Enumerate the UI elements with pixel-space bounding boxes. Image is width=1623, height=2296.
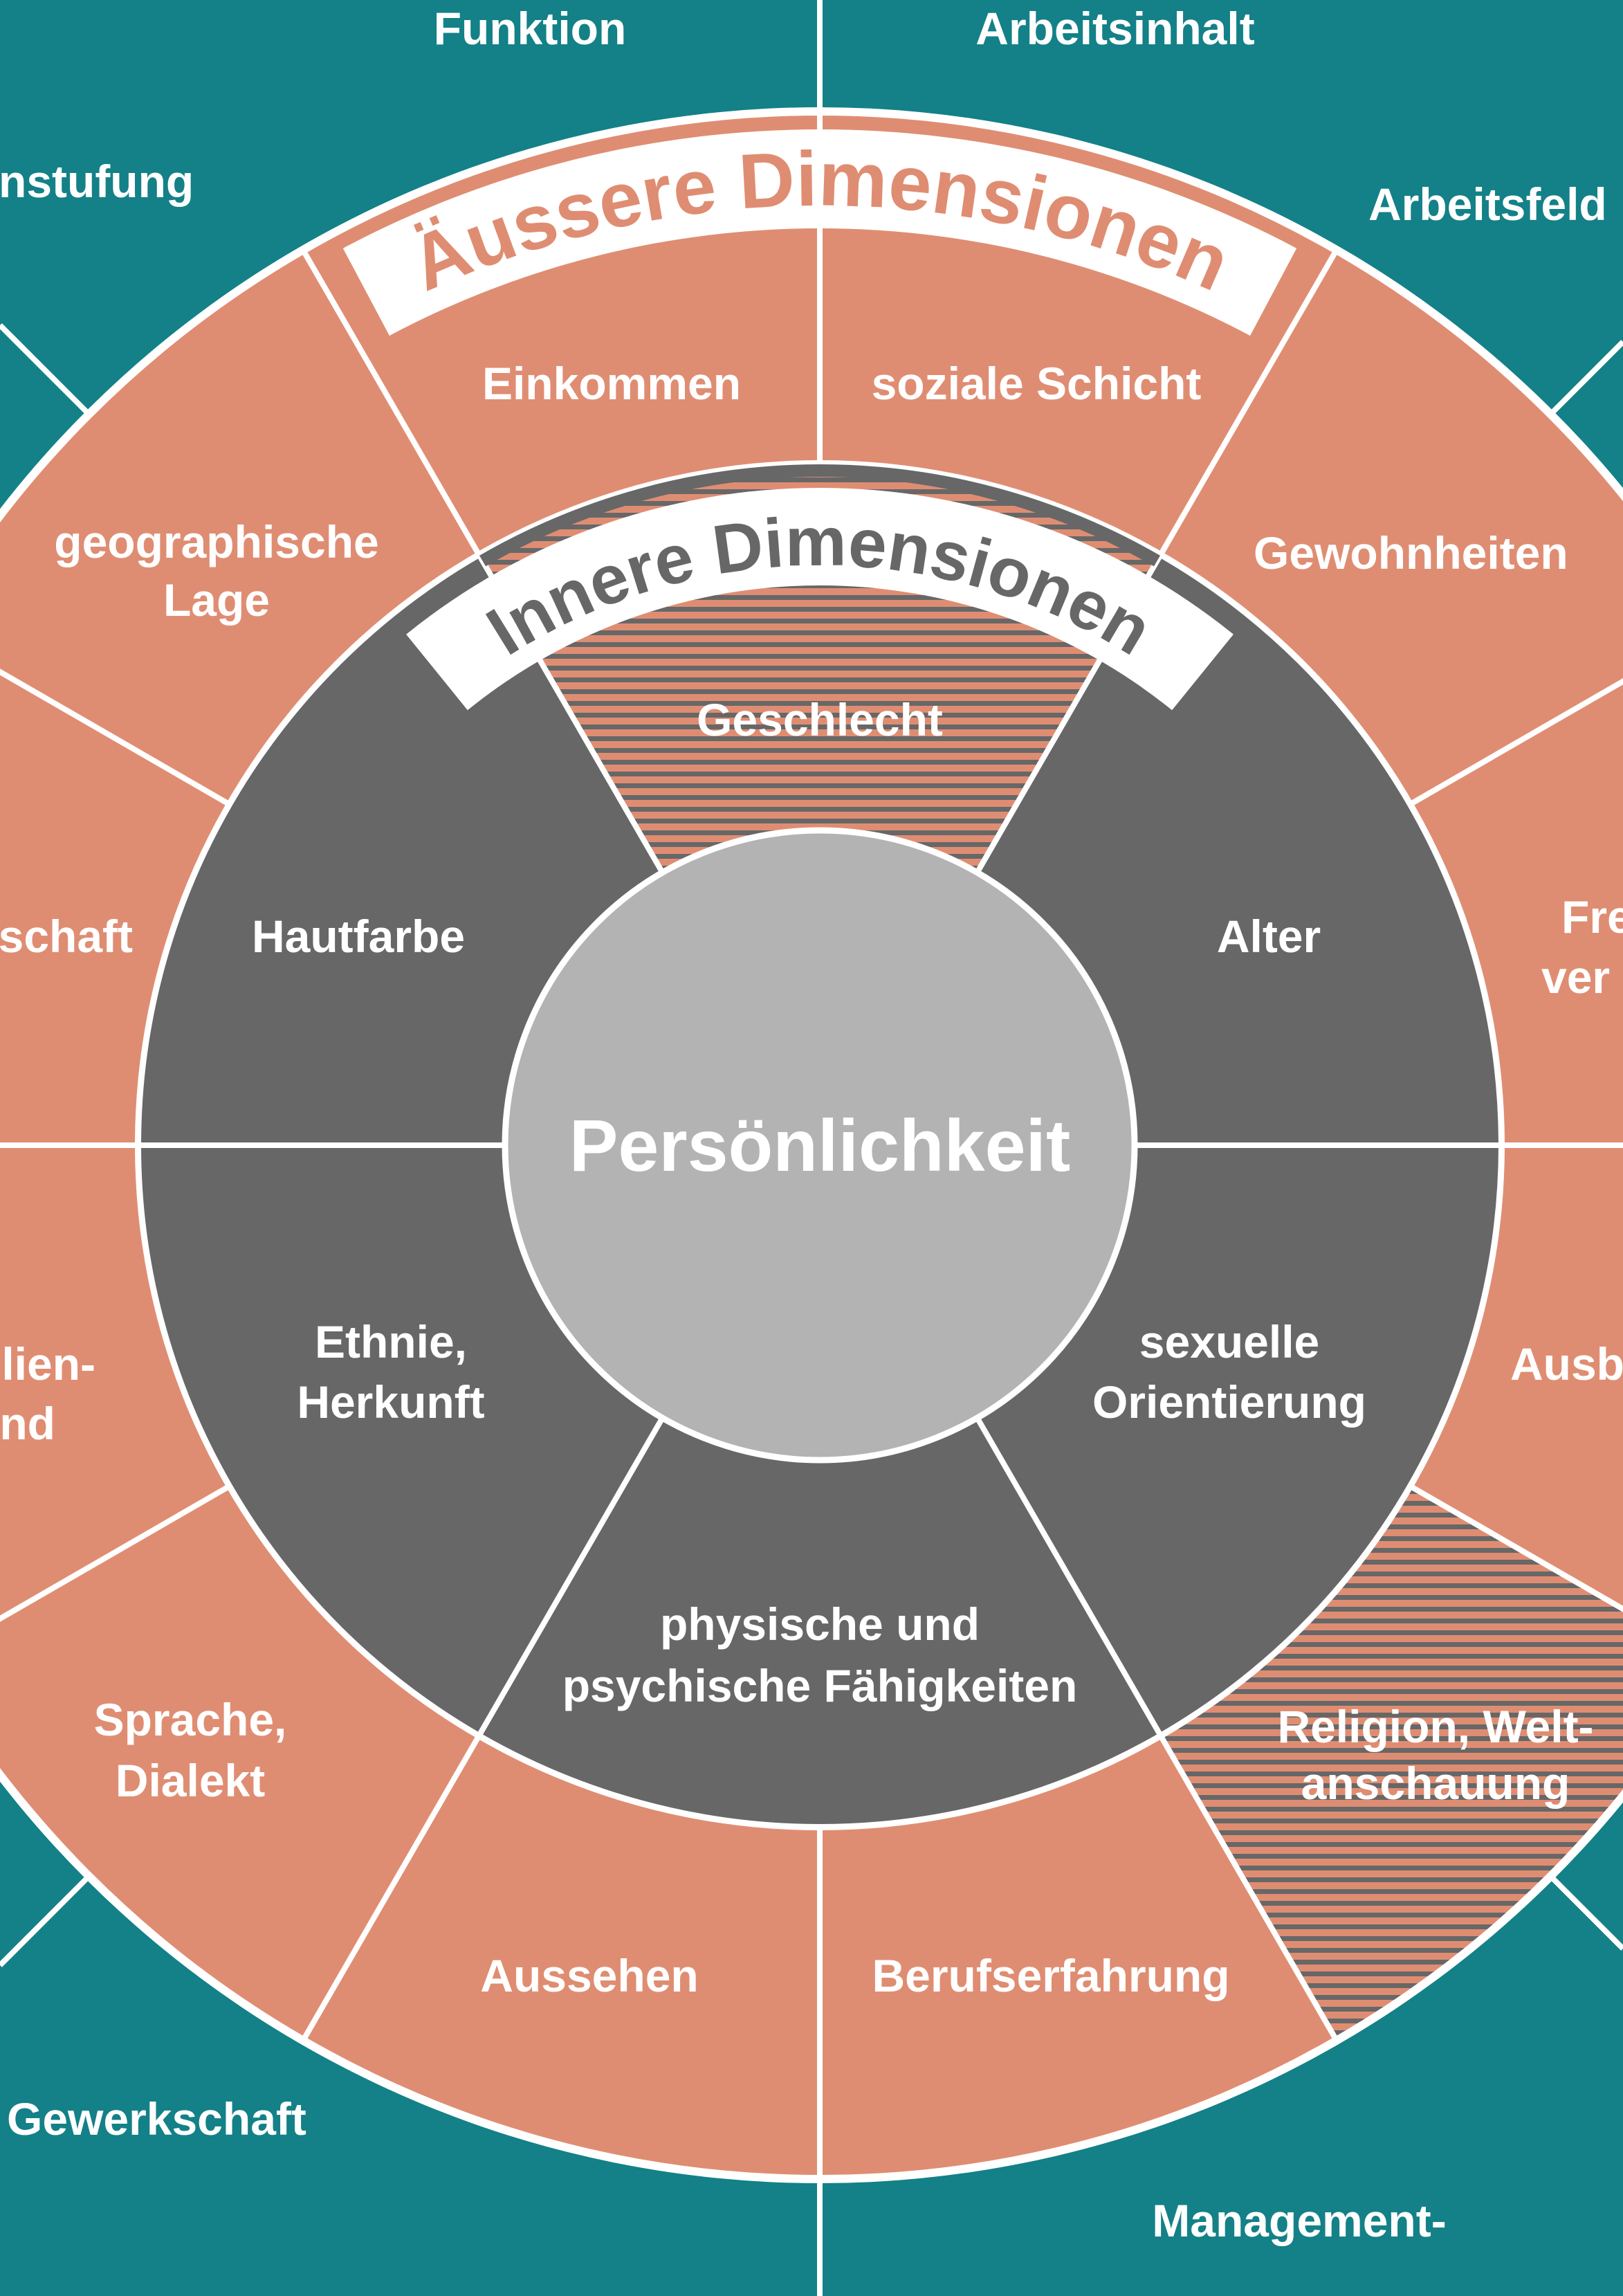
- label-ethnie-1: Ethnie,: [315, 1316, 467, 1367]
- label-arbeitsinhalt: Arbeitsinhalt: [975, 3, 1254, 54]
- outer-title-band: [342, 129, 1297, 336]
- label-geographische-lage-2: Lage: [163, 574, 270, 626]
- inner-title-band: [406, 488, 1234, 711]
- label-alter: Alter: [1217, 911, 1321, 962]
- label-berufserfahrung: Berufserfahrung: [872, 1950, 1229, 2001]
- label-freizeit-2: ver: [1541, 951, 1610, 1003]
- label-einkommen: Einkommen: [482, 358, 741, 409]
- label-geschlecht: Geschlecht: [697, 694, 943, 745]
- label-familienstand-2: nd: [0, 1398, 55, 1449]
- personality-core: [502, 827, 1138, 1464]
- label-sprache-1: Sprache,: [94, 1694, 287, 1745]
- title-bands: [342, 129, 1297, 711]
- label-faehigkeiten-1: physische und: [660, 1598, 980, 1650]
- label-management: Management-: [1152, 2195, 1446, 2246]
- label-orientierung-2: Orientierung: [1092, 1376, 1366, 1428]
- label-faehigkeiten-2: psychische Fähigkeiten: [562, 1660, 1078, 1711]
- label-funktion: Funktion: [434, 3, 627, 54]
- label-arbeitsfeld: Arbeitsfeld: [1368, 179, 1607, 230]
- label-religion-2: anschauung: [1301, 1758, 1570, 1809]
- label-sprache-2: Dialekt: [116, 1755, 265, 1806]
- label-persoenlichkeit: Persönlichkeit: [569, 1105, 1071, 1187]
- label-ausbildung: Ausb: [1510, 1338, 1623, 1390]
- label-aussehen: Aussehen: [480, 1950, 698, 2001]
- label-gewerkschaft: Gewerkschaft: [7, 2093, 306, 2144]
- label-ethnie-2: Herkunft: [297, 1376, 484, 1428]
- label-geographische-lage-1: geographische: [54, 516, 378, 567]
- label-orientierung-1: sexuelle: [1139, 1316, 1320, 1367]
- inner-rim: [479, 464, 1160, 567]
- label-gewohnheiten: Gewohnheiten: [1254, 527, 1568, 578]
- label-freizeit-1: Fre: [1561, 891, 1623, 942]
- label-soziale-schicht: soziale Schicht: [872, 358, 1202, 409]
- label-hautfarbe: Hautfarbe: [252, 911, 465, 962]
- label-einstufung: nstufung: [0, 156, 194, 207]
- label-familienstand-1: lien-: [1, 1338, 95, 1390]
- label-elternschaft: schaft: [0, 911, 133, 962]
- label-religion-1: Religion, Welt-: [1277, 1701, 1593, 1752]
